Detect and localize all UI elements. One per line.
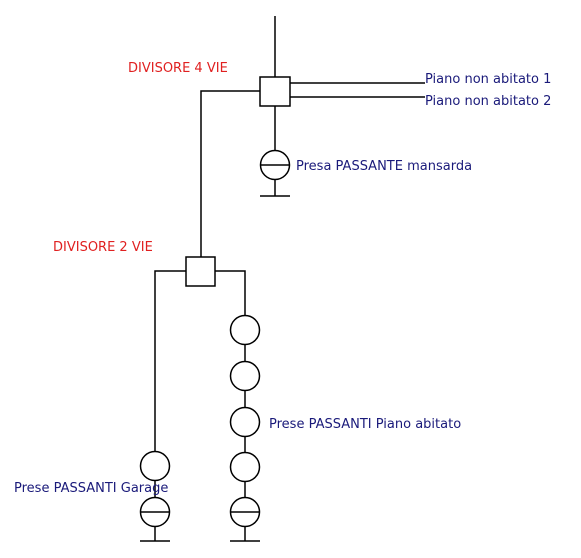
- garage-outlet-1: [139, 450, 171, 482]
- two-way-splitter: [185, 256, 216, 287]
- two-way-splitter-label: DIVISORE 2 VIE: [53, 240, 153, 255]
- splitter-link-line: [200, 90, 260, 257]
- garage-outlets-label: Prese PASSANTI Garage: [14, 481, 168, 496]
- inhabited-floor-outlet-1: [229, 314, 261, 346]
- four-way-splitter: [259, 76, 291, 107]
- output-label-floor-2: Piano non abitato 2: [425, 94, 551, 109]
- four-way-splitter-label: DIVISORE 4 VIE: [128, 61, 228, 76]
- output-label-floor-1: Piano non abitato 1: [425, 72, 551, 87]
- inhabited-floor-outlet-4: [229, 451, 261, 483]
- attic-outlet-label: Presa PASSANTE mansarda: [296, 159, 472, 174]
- inhabited-floor-branch-line: [215, 270, 246, 316]
- inhabited-floor-outlets-label: Prese PASSANTI Piano abitato: [269, 417, 461, 432]
- garage-branch-line: [154, 270, 186, 452]
- inhabited-floor-outlet-3: [229, 406, 261, 438]
- inhabited-floor-outlet-2: [229, 360, 261, 392]
